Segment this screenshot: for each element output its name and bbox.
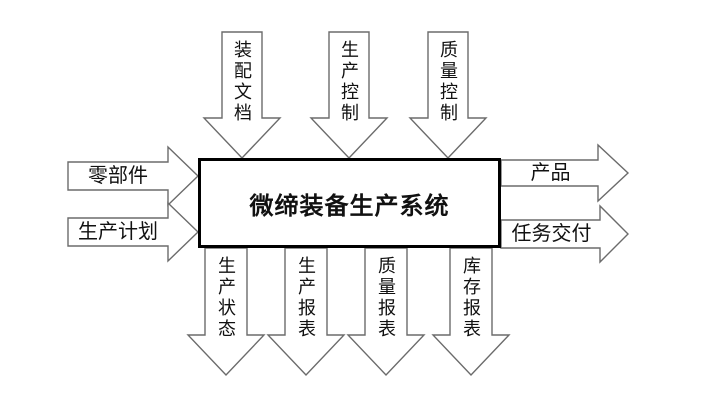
parts-input-arrow — [67, 145, 200, 207]
assembly-docs-arrow — [202, 31, 282, 160]
inventory-report-arrow — [431, 247, 511, 377]
product-output-arrow — [500, 143, 630, 203]
production-report-arrow — [266, 247, 346, 377]
inventory-report-label: 库存报表 — [461, 256, 481, 340]
production-status-arrow — [186, 247, 266, 377]
production-control-label: 生产控制 — [339, 40, 359, 124]
quality-report-arrow — [346, 247, 426, 377]
production-plan-input-arrow — [67, 201, 200, 263]
task-delivery-output-arrow — [500, 204, 629, 264]
quality-control-label: 质量控制 — [438, 40, 458, 124]
production-status-label: 生产状态 — [216, 256, 236, 340]
quality-report-label: 质量报表 — [376, 256, 396, 340]
production-control-arrow — [309, 31, 389, 160]
production-report-label: 生产报表 — [296, 256, 316, 340]
task-delivery-label: 任务交付 — [511, 223, 592, 245]
parts-input-label: 零部件 — [88, 165, 148, 187]
product-output-label: 产品 — [530, 162, 571, 184]
system-title: 微缔装备生产系统 — [249, 192, 450, 220]
system-box — [198, 158, 501, 248]
production-plan-label: 生产计划 — [78, 221, 158, 243]
assembly-docs-label: 装配文档 — [232, 40, 252, 124]
quality-control-arrow — [408, 31, 488, 160]
